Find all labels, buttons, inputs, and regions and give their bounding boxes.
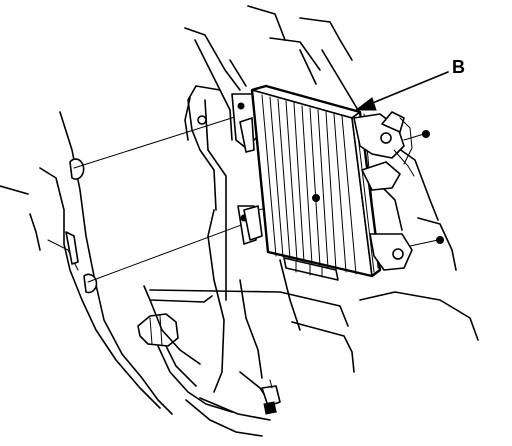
wire-harness — [137, 285, 233, 413]
connector-clip — [381, 111, 415, 177]
left-panel-edge — [0, 111, 173, 415]
callout-label-b: B — [452, 57, 465, 77]
callout-arrow — [354, 71, 449, 111]
mounting-bolts — [312, 130, 444, 247]
connector-socket — [283, 257, 339, 281]
ground-bolt — [261, 379, 281, 415]
body-panel-linework — [149, 5, 479, 437]
amplifier-unit — [250, 84, 382, 281]
